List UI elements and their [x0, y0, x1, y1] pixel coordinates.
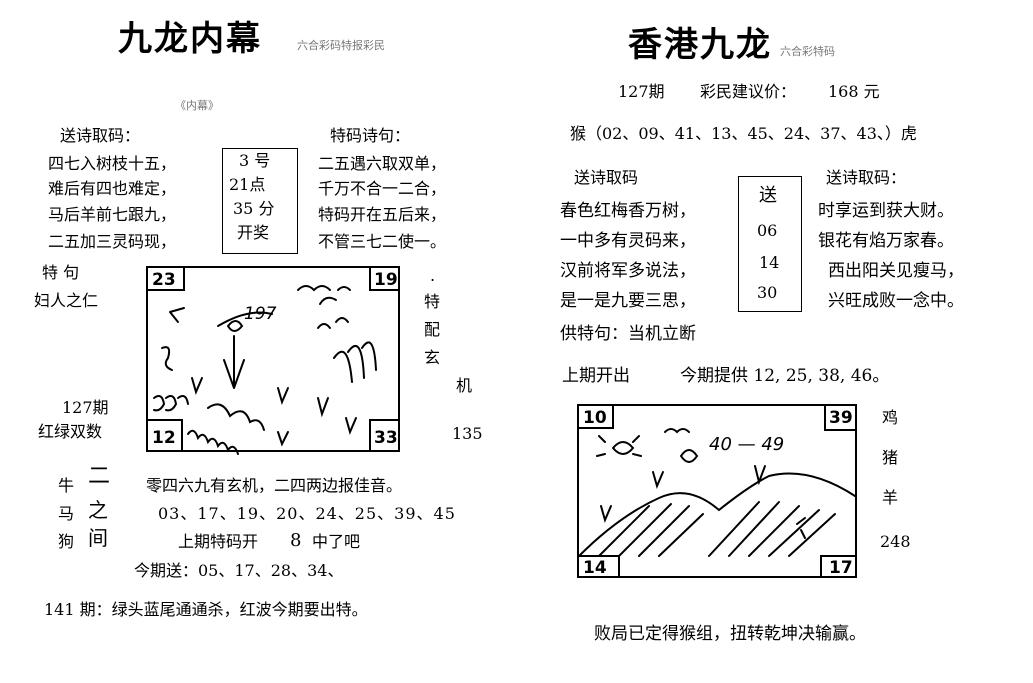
- left-line3-suffix: 中了吧: [312, 532, 361, 551]
- send-number: 06: [757, 221, 778, 240]
- left-pei-char: 玄: [424, 348, 441, 367]
- right-footer: 败局已定得猴组，扭转乾坤决输赢。: [594, 624, 866, 644]
- left-line3-num: 8: [290, 530, 302, 551]
- left-te-ju-value: 妇人之仁: [34, 291, 99, 310]
- left-animal-mark: 二: [88, 464, 111, 489]
- right-period: 127期: [618, 82, 665, 101]
- left-draw-time-box: 3 号 21点 35 分 开奖: [222, 148, 298, 254]
- right-title-sub: 六合彩特码: [780, 45, 835, 58]
- left-title: 九龙内幕: [118, 19, 262, 59]
- right-this-offer: 今期提供 12, 25, 38, 46。: [680, 366, 890, 386]
- right-poem-left-line: 汉前将军多说法，: [560, 261, 696, 281]
- right-gong-te: 供特句：当机立断: [560, 324, 696, 344]
- left-poem-right-line: 不管三七二使一。: [318, 232, 447, 251]
- right-poem-right-line: 西出阳关见瘦马，: [828, 261, 964, 281]
- right-poem-left-head: 送诗取码: [574, 168, 639, 187]
- left-animal: 马: [58, 504, 75, 523]
- left-pei-char: 机: [456, 376, 473, 395]
- right-poem-right-line: 银花有焰万家春。: [818, 231, 954, 251]
- left-line1: 零四六九有玄机，二四两边报佳音。: [146, 476, 403, 495]
- right-pic-tag-tl: 10: [583, 408, 607, 428]
- right-side-animal: 鸡: [882, 408, 899, 427]
- left-line2: 03、17、19、20、24、25、39、45: [158, 504, 456, 523]
- left-poem-right-line: 二五遇六取双单，: [318, 154, 447, 173]
- right-title: 香港九龙: [628, 25, 772, 65]
- right-pic-tag-br: 17: [829, 558, 853, 578]
- send-number: 14: [759, 253, 780, 272]
- left-pic-tag-tl: 23: [152, 270, 176, 290]
- left-pei-value: 135: [452, 424, 483, 443]
- draw-label: 开奖: [237, 223, 270, 242]
- left-sketch-drawing: [147, 267, 399, 455]
- right-monkey-line: 猴（02、09、41、13、45、24、37、43、）虎: [570, 124, 917, 143]
- left-sketch-picture: 23 19 12 33 197: [146, 266, 400, 455]
- right-pic-tag-tr: 39: [829, 408, 853, 428]
- left-pei-char: 特: [424, 292, 441, 311]
- right-poem-right-head: 送诗取码：: [826, 168, 907, 187]
- left-poem-right-line: 千万不合一二合，: [318, 179, 447, 198]
- draw-hour: 21点: [229, 175, 266, 194]
- left-pic-tag-bl: 12: [152, 428, 176, 448]
- left-poem-line: 二五加三灵码现，: [48, 232, 177, 251]
- left-animal-mark: 间: [88, 526, 108, 550]
- right-pic-text: 40 — 49: [709, 434, 785, 455]
- right-sketch-picture: 10 39 14 17 40 — 49: [577, 404, 857, 578]
- right-last-open: 上期开出: [562, 366, 630, 386]
- send-number: 30: [757, 283, 778, 302]
- left-period-label: 127期: [62, 398, 109, 417]
- left-poem-line: 马后羊前七跟九，: [48, 205, 177, 224]
- left-sub-line: 《内幕》: [175, 99, 219, 112]
- left-poem-left-head: 送诗取码：: [60, 126, 141, 145]
- right-price: 168 元: [828, 82, 880, 101]
- right-poem-left-line: 一中多有灵码来，: [560, 231, 696, 251]
- left-poem-right-line: 特码开在五后来，: [318, 205, 447, 224]
- left-title-sub: 六合彩码特报彩民: [297, 39, 385, 52]
- right-poem-right-line: 时享运到获大财。: [818, 201, 954, 221]
- send-label: 送: [759, 185, 777, 206]
- right-poem-left-line: 春色红梅香万树，: [560, 201, 696, 221]
- left-period-value: 红绿双数: [38, 422, 103, 441]
- draw-minute: 35 分: [233, 199, 275, 218]
- right-side-animal: 猪: [882, 448, 899, 467]
- right-price-label: 彩民建议价：: [700, 82, 797, 101]
- left-animal: 牛: [58, 476, 75, 495]
- left-poem-line: 四七入树枝十五，: [48, 154, 177, 173]
- left-te-ju-label: 特 句: [42, 263, 80, 282]
- left-line4: 今期送：05、17、28、34、: [134, 561, 344, 580]
- left-pei-char: 配: [424, 320, 441, 339]
- left-animal-mark: 之: [88, 498, 108, 522]
- left-pic-tag-tr: 19: [374, 270, 398, 290]
- right-side-animal: 羊: [882, 488, 899, 507]
- left-pic-number: 197: [244, 304, 277, 324]
- left-poem-right-head: 特码诗句：: [330, 126, 411, 145]
- right-send-box: 送 06 14 30: [738, 176, 802, 312]
- left-animal: 狗: [58, 532, 75, 551]
- left-poem-line: 难后有四也难定，: [48, 179, 177, 198]
- right-sketch-drawing: [578, 405, 856, 577]
- left-pic-tag-br: 33: [374, 428, 398, 448]
- left-line3-prefix: 上期特码开: [178, 532, 259, 551]
- left-dot: .: [430, 266, 436, 285]
- draw-number: 3 号: [239, 151, 271, 170]
- right-pic-tag-bl: 14: [583, 558, 607, 578]
- left-footer: 141 期：绿头蓝尾通通杀，红波今期要出特。: [44, 600, 368, 619]
- right-side-value: 248: [880, 532, 911, 551]
- right-poem-right-line: 兴旺成败一念中。: [828, 291, 964, 311]
- right-poem-left-line: 是一是九要三思，: [560, 291, 696, 311]
